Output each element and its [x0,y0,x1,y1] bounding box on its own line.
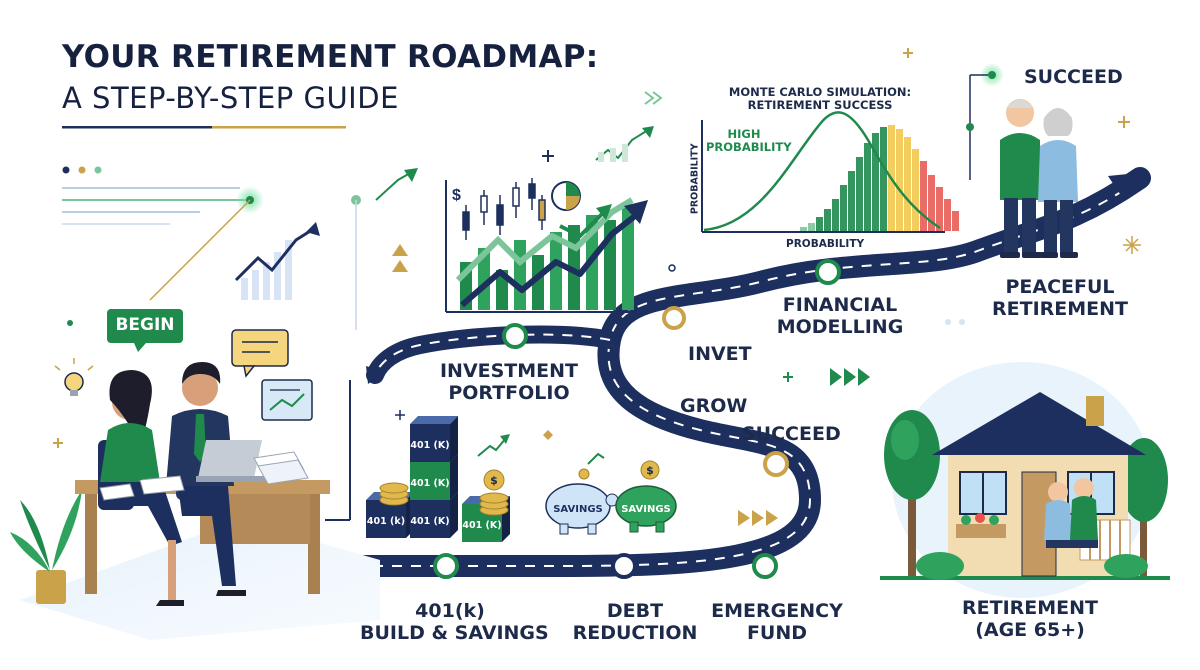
cube-401k: 401 (K) [410,416,458,462]
monte-carlo-title: MONTE CARLO SIMULATION:RETIREMENT SUCCES… [728,85,912,113]
growth-chart-left [234,222,320,300]
monte-carlo-bar [864,143,871,231]
monte-carlo-bar [824,209,831,231]
retired-couple-illustration [1000,99,1078,258]
cube-label: 401 (K) [410,478,449,489]
road-word-succeed: SUCCEED [742,423,841,445]
step-retirement-label: RETIREMENT(AGE 65+) [962,597,1098,642]
decorative-sparkles [53,48,1141,526]
monte-carlo-bar [872,133,879,231]
monte-carlo-ylabel: PROBABILITY [689,143,701,215]
retirement-house-illustration [880,362,1170,598]
begin-badge-shape [107,309,183,352]
road-word-grow: GROW [680,395,748,417]
decorative-lines [62,166,264,326]
piggy-label-savings: SAVINGS [621,504,671,515]
monte-carlo-bar [944,199,951,231]
monte-carlo-bar [952,211,959,231]
advisor-desk-illustration [10,329,380,640]
cube-label: 401 (K) [462,520,501,531]
monte-carlo-xlabel: PROBABILITY [786,238,865,250]
monte-carlo-bar [912,149,919,231]
monte-carlo-bar [936,187,943,231]
coin-dollar-sign: $ [646,464,654,477]
road-word-invet: INVET [688,343,752,365]
monte-carlo-bar [840,185,847,231]
milestone-nodes [433,259,841,579]
monte-carlo-bar [832,199,839,231]
monte-carlo-bar [856,157,863,231]
monte-carlo-bar [896,129,903,231]
page-title: YOUR RETIREMENT ROADMAP: [62,39,599,75]
monte-carlo-chart [701,111,959,233]
monte-carlo-bar [880,127,887,231]
coin-dollar-sign: $ [490,474,498,487]
succeed-connector [966,63,1004,180]
monte-carlo-bar [920,161,927,231]
monte-carlo-bar [800,227,807,231]
cube-label: 401 (k) [367,516,405,527]
roadmap-path [229,167,1151,577]
page-subtitle: A STEP-BY-STEP GUIDE [62,81,399,115]
monte-carlo-bar [808,223,815,231]
monte-carlo-bar [848,171,855,231]
monte-carlo-bar [816,217,823,231]
cube-label: 401 (K) [410,516,449,527]
step-401k-label: 401(k)BUILD & SAVINGS [360,600,549,645]
title-underline [62,126,346,129]
piggy-banks [545,452,677,535]
svg-text:$: $ [452,187,461,204]
stock-chart-panel: $ [445,178,650,313]
top-succeed-label: SUCCEED [1024,66,1123,88]
cube-label: 401 (K) [410,440,449,451]
begin-badge: BEGIN [115,315,175,335]
monte-carlo-bar [904,137,911,231]
401k-cubes: 401 (k) 401 (K) 401 (K) 401 (K) 401 (K) [366,416,510,542]
monte-carlo-bar [928,175,935,231]
piggy-label-savings: SAVINGS [553,504,603,515]
